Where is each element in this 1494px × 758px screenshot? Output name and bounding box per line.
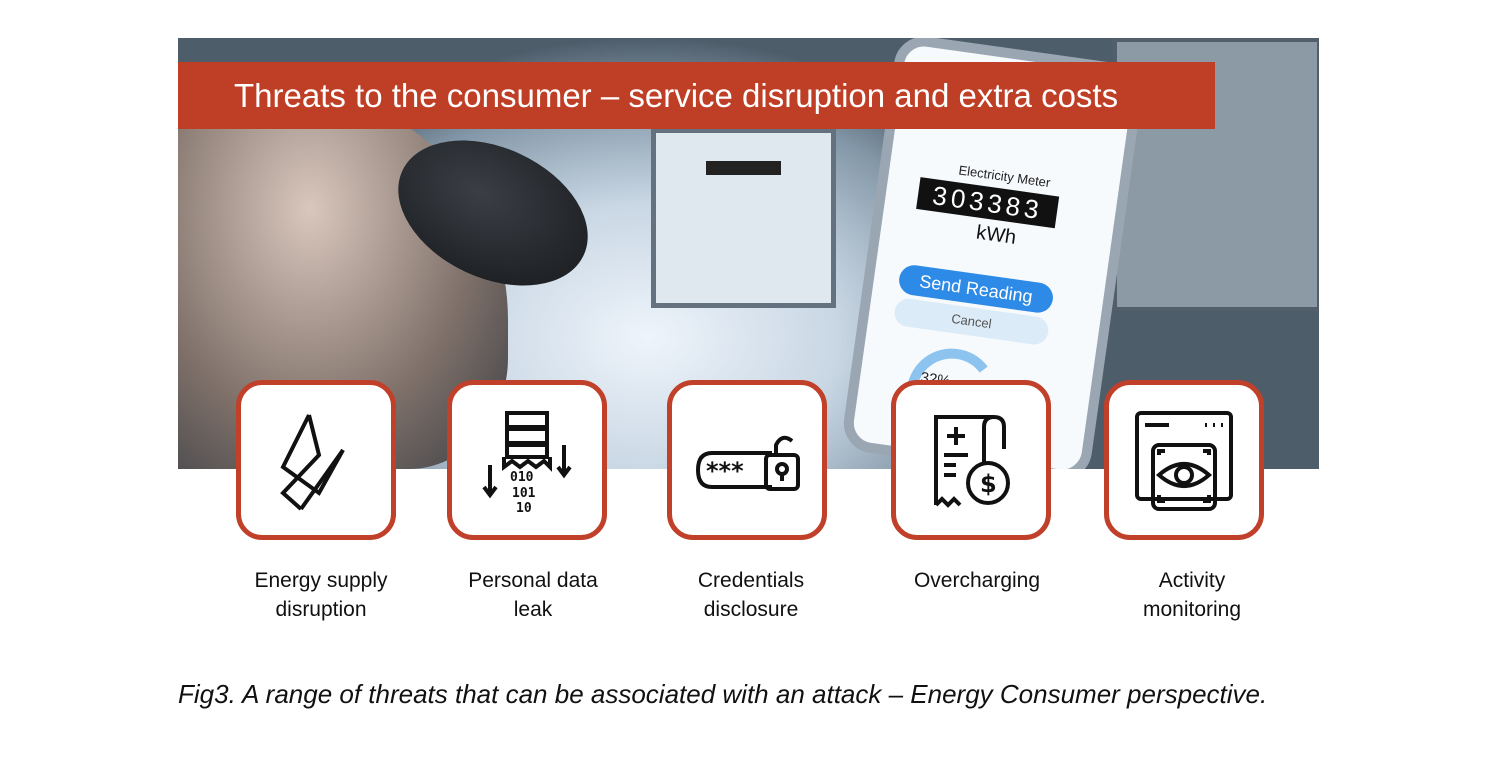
svg-text:10: 10 xyxy=(516,501,532,515)
bill-dollar-icon: $ xyxy=(934,415,1010,508)
threat-card-data-leak: 010 101 10 xyxy=(447,380,607,540)
svg-text:***: *** xyxy=(706,457,744,485)
electricity-meter-image xyxy=(651,128,836,308)
threat-card-monitoring xyxy=(1104,380,1264,540)
svg-text:$: $ xyxy=(980,470,997,498)
svg-text:010: 010 xyxy=(510,470,534,485)
figure-caption: Fig3. A range of threats that can be ass… xyxy=(178,679,1268,709)
data-leak-icon: 010 101 10 xyxy=(482,411,572,515)
svg-text:101: 101 xyxy=(512,486,536,501)
eye-monitor-icon xyxy=(1135,411,1233,511)
lightning-icon xyxy=(280,414,345,511)
threat-label: Overcharging xyxy=(913,569,1041,592)
banner-title: Threats to the consumer – service disrup… xyxy=(178,62,1215,129)
threat-card-energy xyxy=(236,380,396,540)
password-lock-icon: *** xyxy=(695,435,800,491)
threat-card-overcharging: $ xyxy=(891,380,1051,540)
threat-card-credentials: *** xyxy=(667,380,827,540)
